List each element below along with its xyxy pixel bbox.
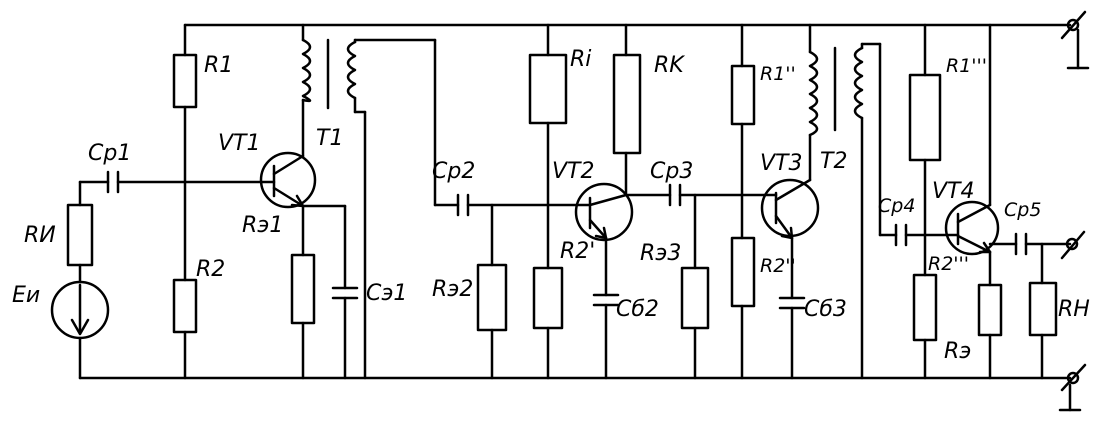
label-r1: R1 [204,53,233,78]
label-ri: Ri [570,47,591,72]
supply-terminal [1060,10,1090,70]
label-cp3: Cp3 [650,159,693,184]
label-rk: RK [654,53,685,78]
label-r2-double-prime: R2'' [760,255,796,277]
label-source-resistance: RИ [24,223,56,248]
bias-divider-stage2 [528,23,568,380]
collector-resistor-rk [612,23,642,197]
capacitor-cb3 [778,296,806,380]
load-resistor-rh [1028,242,1058,380]
capacitor-cp1 [106,170,187,194]
capacitor-cp2 [433,38,592,217]
label-vt4: VT4 [932,179,975,204]
label-cp2: Cp2 [432,159,475,184]
label-cp4: Cp4 [878,195,915,217]
label-source-emf: Eи [12,283,40,308]
label-r1-triple-prime: R1''' [946,55,987,77]
label-r2-prime: R2' [560,239,595,264]
label-cp1: Cp1 [88,141,131,166]
label-re: Rэ [944,339,971,364]
transformer-t2 [808,23,882,380]
label-t2: T2 [820,149,847,174]
label-r2: R2 [196,257,225,282]
label-vt1: VT1 [218,131,261,156]
label-cp5: Cp5 [1004,199,1041,221]
output-terminal [1060,230,1086,260]
label-cb2: Cб2 [616,297,659,322]
capacitor-cp4 [878,223,960,247]
label-rh: RH [1058,297,1090,322]
label-r2-triple-prime: R2''' [928,253,969,275]
bias-divider-stage4 [908,23,942,380]
emitter-resistor-re [977,283,1003,380]
transistor-vt1 [183,98,347,257]
label-cb3: Cб3 [804,297,847,322]
capacitor-ce1 [331,204,359,380]
label-t1: T1 [316,126,343,151]
label-ce1: Cэ1 [366,281,407,306]
transistor-vt3 [760,133,820,300]
emitter-resistor-re1 [290,253,316,380]
label-re2: Rэ2 [432,277,473,302]
resistor-re3 [680,193,710,380]
transistor-vt2 [574,182,634,297]
bias-divider-stage3 [730,23,756,380]
capacitor-cb2 [592,293,620,380]
signal-source [50,180,110,380]
resistor-re2 [476,203,508,380]
label-vt2: VT2 [552,159,595,184]
bias-divider-stage1 [172,23,198,380]
transformer-t1 [301,23,437,380]
ground-terminal [1058,363,1087,412]
transistor-vt4 [944,23,1018,287]
label-re1: Rэ1 [242,213,283,238]
resistor-ri-body [66,203,94,267]
label-vt3: VT3 [760,151,803,176]
label-re3: Rэ3 [640,241,681,266]
capacitor-cp5 [1014,232,1072,256]
label-r1-double-prime: R1'' [760,63,796,85]
